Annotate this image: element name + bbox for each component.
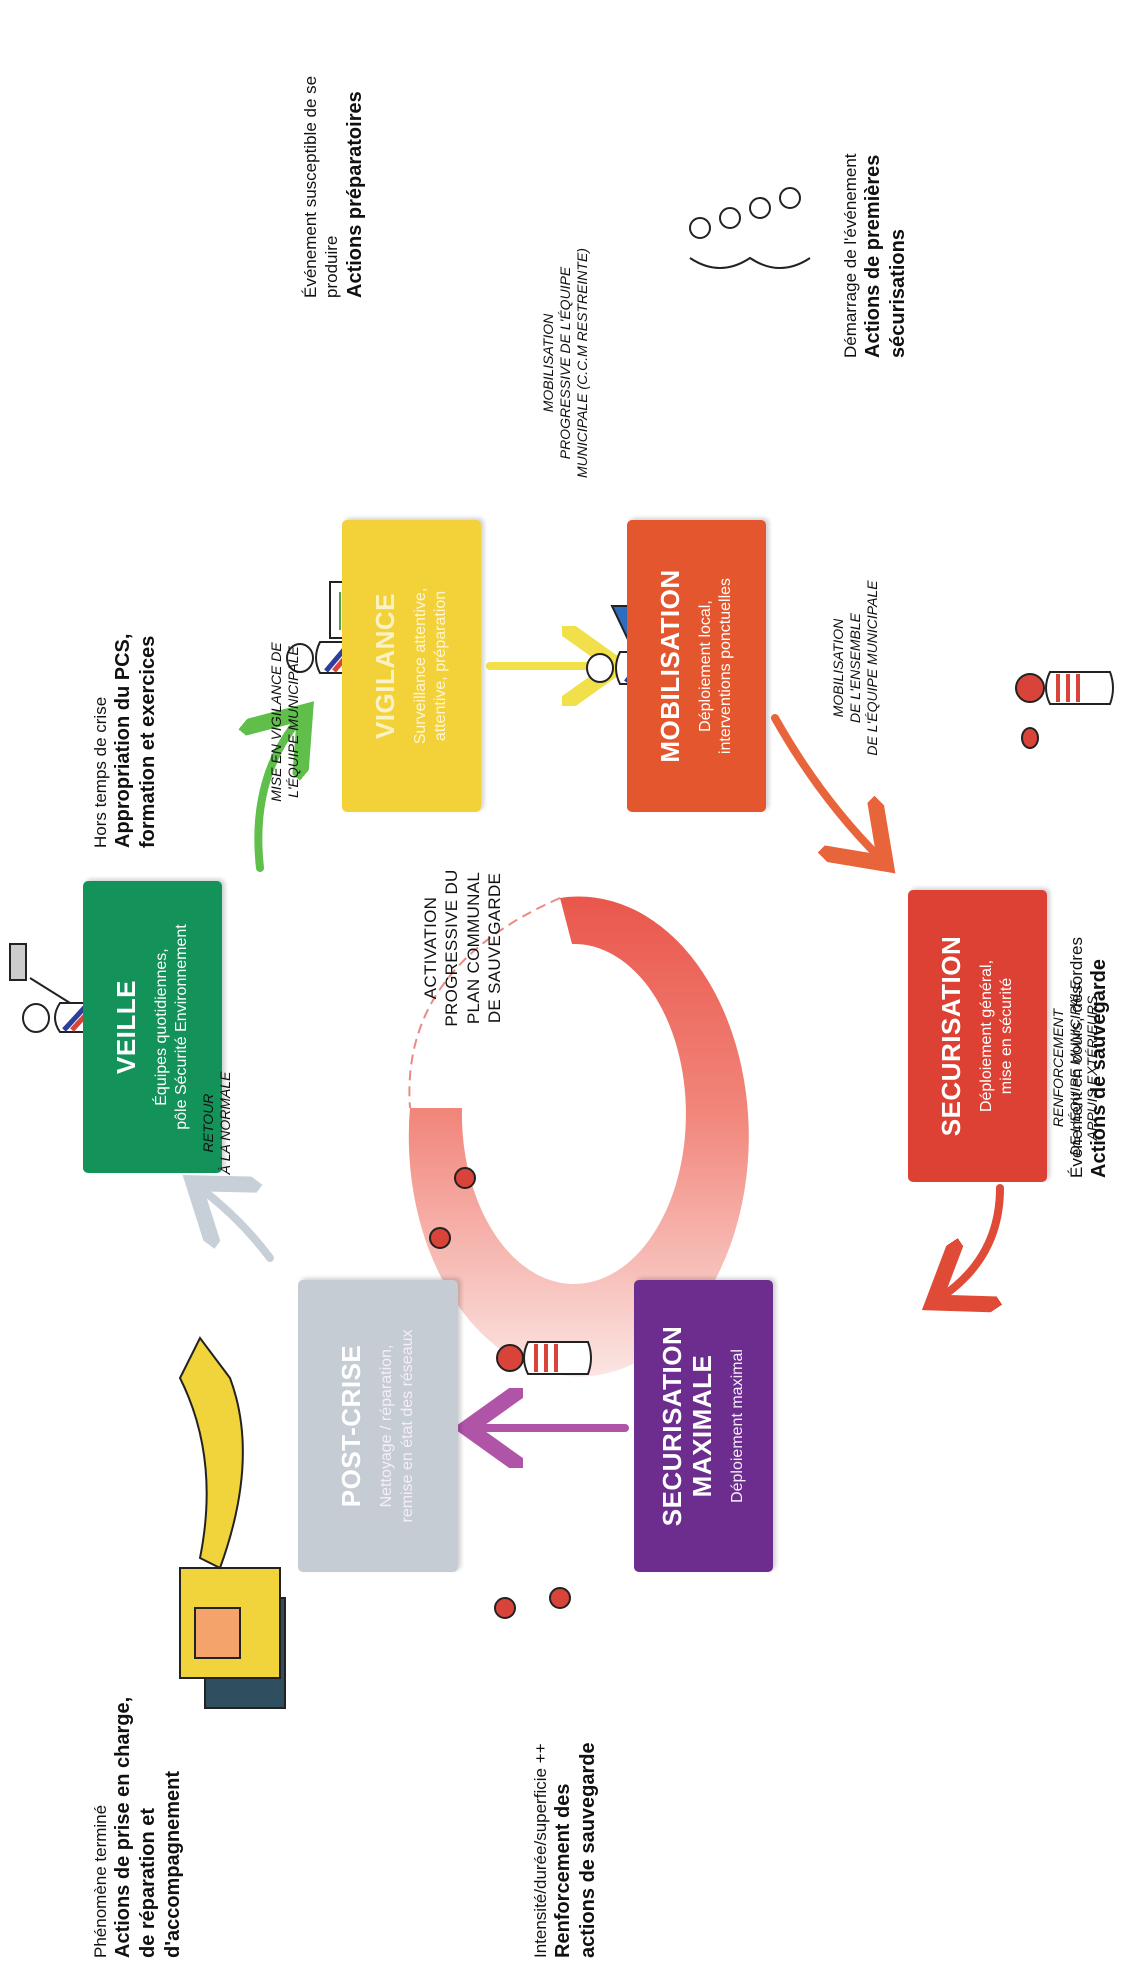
annotation-securisation: Événement en cours, désordres Actions de… (1066, 848, 1112, 1178)
stage-mobilisation-title: MOBILISATION (654, 569, 685, 763)
transition-vigilance-line1: MISE EN VIGILANCE DE (268, 642, 284, 802)
stage-mobilisation-desc-line2: interventions ponctuelles (717, 577, 735, 755)
annotation-mobilisation: Démarrage de l'événement Actions de prem… (840, 68, 911, 358)
annotation-veille-line1: Hors temps de crise (91, 696, 110, 848)
stage-vigilance-desc-line1: Surveillance attentive, (411, 587, 429, 745)
transition-mobilisation-line1: MOBILISATION (540, 313, 556, 413)
annotation-vigilance-line2: produire (322, 235, 342, 298)
annotation-securisation-line1: Événement en cours, désordres (1067, 937, 1086, 1178)
annotation-maximale: Intensité/durée/superficie ++ Renforceme… (530, 1628, 601, 1958)
stage-mobilisation: MOBILISATION Déploiement local, interven… (627, 520, 766, 812)
annotation-mobilisation-bold2: sécurisations (887, 229, 910, 358)
stage-mobilisation-desc-line1: Déploiement local, (696, 600, 714, 732)
transition-retour-line1: RETOUR (200, 1093, 216, 1153)
transition-retour-line2: À LA NORMALE (216, 1071, 233, 1175)
annotation-mobilisation-bold1: Actions de premières (862, 154, 885, 358)
stage-securisation-maximale: SECURISATION MAXIMALE Déploiement maxima… (634, 1280, 773, 1572)
annotation-vigilance: Événement susceptible de se produire Act… (300, 8, 368, 298)
stage-mobilisation-desc: Déploiement local, interventions ponctue… (696, 568, 738, 764)
annotation-mobilisation-line1: Démarrage de l'événement (841, 153, 860, 358)
arrow-mobilisation-to-securisation (771, 714, 880, 858)
center-line4: DE SAUVEGARDE (484, 872, 504, 1024)
stage-securisation: SECURISATION Déploiement général, mise e… (908, 890, 1047, 1182)
annotation-maximale-bold1: Renforcement des (552, 1783, 575, 1959)
transition-renforcement-line1: RENFORCEMENT (1050, 1008, 1066, 1128)
stage-post-crise-desc-line1: Nettoyage / réparation, (378, 1344, 396, 1508)
annotation-veille: Hors temps de crise Appropriation du PCS… (90, 488, 161, 848)
annotation-securisation-bold1: Actions de sauvegarde (1088, 959, 1111, 1178)
stage-securisation-title: SECURISATION (935, 935, 966, 1137)
stage-securisation-desc: Déploiement général, mise en sécurité (977, 950, 1019, 1122)
transition-ensemble-line2: DE L'ENSEMBLE (846, 612, 863, 724)
center-line2: PROGRESSIVE DU (442, 869, 462, 1027)
person-helmet-beacon-icon (1015, 671, 1114, 749)
stage-securisation-desc-line2: mise en sécurité (998, 977, 1016, 1095)
stage-veille-desc-line2: pôle Sécurité Environnement (173, 924, 191, 1130)
stage-veille-title: VEILLE (110, 980, 141, 1075)
annotation-maximale-line1: Intensité/durée/superficie ++ (531, 1743, 550, 1958)
transition-mobilisation-progressive: MOBILISATION PROGRESSIVE DE L'ÉQUIPE MUN… (540, 218, 590, 508)
annotation-post-crise: Phénomène terminé Actions de prise en ch… (90, 1618, 186, 1958)
annotation-veille-bold1: Appropriation du PCS, (112, 633, 135, 848)
people-group-icon (689, 187, 811, 269)
stage-vigilance-desc-line2: attentive, préparation (432, 590, 450, 742)
transition-mise-en-vigilance: MISE EN VIGILANCE DE L'ÉQUIPE MUNICIPALE (268, 592, 302, 852)
transition-ensemble-line1: MOBILISATION (830, 618, 846, 718)
activation-arc (408, 896, 749, 1377)
stage-post-crise: POST-CRISE Nettoyage / réparation, remis… (298, 1280, 458, 1572)
arrow-veille-to-vigilance (258, 718, 300, 872)
stage-post-crise-desc: Nettoyage / réparation, remise en état d… (377, 1320, 419, 1533)
center-line3: PLAN COMMUNAL (463, 871, 483, 1025)
transition-mobilisation-ensemble: MOBILISATION DE L'ENSEMBLE DE L'ÉQUIPE M… (830, 538, 880, 798)
transition-vigilance-line2: L'ÉQUIPE MUNICIPALE (284, 646, 301, 798)
annotation-post-crise-bold2: de réparation et (137, 1807, 160, 1958)
stage-vigilance-title: VIGILANCE (369, 592, 400, 740)
transition-mobilisation-line3: MUNICIPALE (C.C.M RESTREINTE) (573, 248, 590, 478)
annotation-vigilance-bold1: Actions préparatoires (343, 91, 366, 298)
stage-maximale-title: SECURISATION MAXIMALE (657, 1325, 718, 1527)
center-activation-text: ACTIVATION PROGRESSIVE DU PLAN COMMUNAL … (420, 798, 505, 1098)
stage-vigilance: VIGILANCE Surveillance attentive, attent… (342, 520, 481, 812)
annotation-maximale-bold2: actions de sauvegarde (577, 1742, 600, 1958)
rescue-team-icon (429, 1167, 592, 1619)
stage-vigilance-desc: Surveillance attentive, attentive, prépa… (411, 578, 453, 755)
stage-securisation-desc-line1: Déploiement général, (977, 959, 995, 1113)
transition-ensemble-line3: DE L'ÉQUIPE MUNICIPALE (863, 580, 880, 756)
arrow-postcrise-to-veille (200, 1188, 274, 1262)
stage-maximale-title-line2: MAXIMALE (687, 1354, 718, 1498)
stage-veille-desc: Équipes quotidiennes, pôle Sécurité Envi… (152, 914, 194, 1139)
arrow-securisation-to-maximale (940, 1184, 1004, 1298)
stage-post-crise-title: POST-CRISE (336, 1344, 367, 1508)
transition-mobilisation-line2: PROGRESSIVE DE L'ÉQUIPE (556, 266, 573, 460)
stage-veille-desc-line1: Équipes quotidiennes, (152, 948, 170, 1106)
transition-retour-normale: RETOUR À LA NORMALE (200, 1048, 234, 1198)
center-line1: ACTIVATION (421, 896, 440, 1000)
stage-maximale-title-line1: SECURISATION (657, 1325, 688, 1527)
annotation-post-crise-line1: Phénomène terminé (91, 1804, 110, 1958)
stage-post-crise-desc-line2: remise en état des réseaux (398, 1329, 416, 1523)
annotation-vigilance-line1: Événement susceptible de se (301, 75, 320, 298)
annotation-post-crise-bold3: d'accompagnement (162, 1770, 185, 1958)
annotation-veille-bold2: formation et exercices (137, 635, 160, 848)
excavator-icon (178, 1336, 286, 1709)
stage-maximale-desc: Déploiement maximal (728, 1349, 746, 1503)
annotation-post-crise-bold1: Actions de prise en charge, (112, 1696, 135, 1958)
